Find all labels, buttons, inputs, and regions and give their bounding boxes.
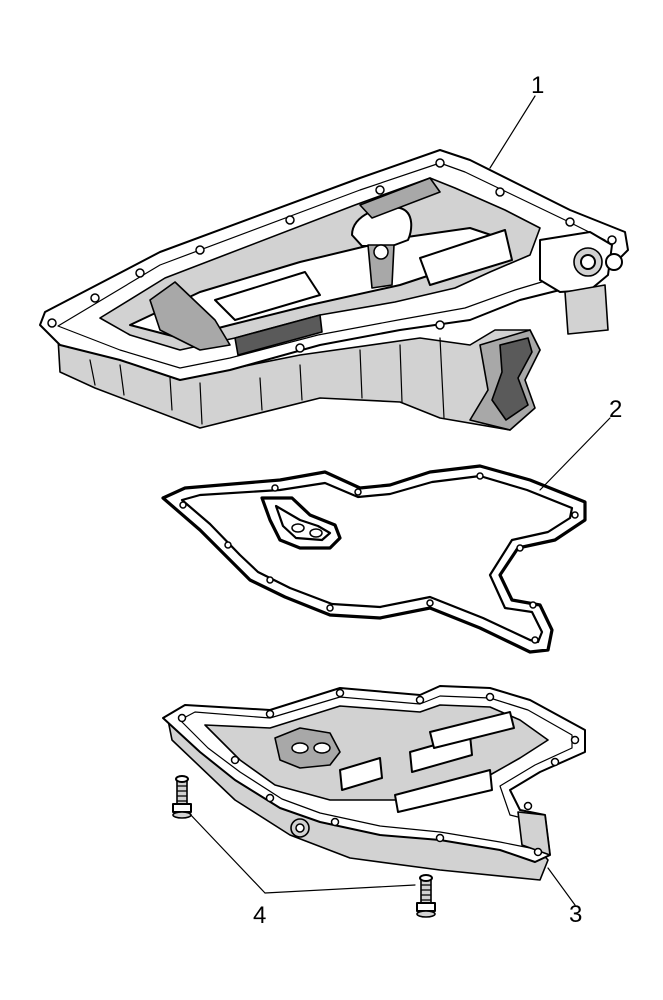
oil-pan-gasket (161, 464, 587, 654)
leader-line-4b (264, 884, 416, 894)
lower-pan-rim-groove (179, 695, 573, 851)
lower-pan-port-1 (291, 742, 309, 754)
gasket-center-lobe-inner (274, 504, 332, 542)
bolt-upper (172, 775, 192, 819)
lower-pan-baffle-3 (429, 711, 515, 749)
callout-3: 3 (569, 901, 583, 928)
upper-pan-ribs (89, 337, 445, 425)
callout-4: 4 (253, 902, 267, 929)
leader-line-1 (489, 95, 536, 169)
gasket-port-1 (291, 523, 305, 533)
callout-1: 1 (531, 72, 545, 99)
gasket-bolt-holes (179, 472, 579, 644)
upper-pan-baffle-left (149, 281, 231, 351)
upper-oil-pan (39, 149, 629, 431)
leader-line-2 (539, 417, 611, 491)
lower-pan-right-wall (517, 811, 551, 856)
lower-pan-baffle-4 (394, 769, 493, 813)
lower-pan-port-2 (313, 742, 331, 754)
upper-pan-corner-shadow (234, 314, 323, 356)
bolt-lower (416, 874, 436, 918)
gasket-inner-edge (180, 474, 574, 644)
gasket-center-lobe (260, 496, 342, 550)
upper-pan-right-leg (564, 284, 609, 335)
oil-fitting-inner (580, 254, 596, 270)
leader-line-4a (187, 811, 266, 894)
callout-2: 2 (609, 396, 623, 423)
upper-pan-inner-wall (359, 177, 441, 219)
gasket-outer-edge (161, 464, 587, 654)
leader-line-3 (547, 867, 576, 906)
upper-pan-bolt-holes (47, 158, 617, 353)
upper-pan-baffle-center (214, 271, 321, 321)
lower-pan-bolt-holes (177, 688, 580, 857)
lower-oil-pan (162, 685, 586, 881)
oil-sensor-port (605, 253, 623, 271)
gasket-port-2 (309, 528, 323, 538)
upper-pan-baffle-right (419, 229, 513, 286)
lower-pan-baffle-1 (339, 757, 383, 791)
oil-pickup-opening (373, 244, 389, 260)
drain-plug-hole (295, 823, 305, 833)
upper-pan-sump-shadow (491, 337, 533, 421)
